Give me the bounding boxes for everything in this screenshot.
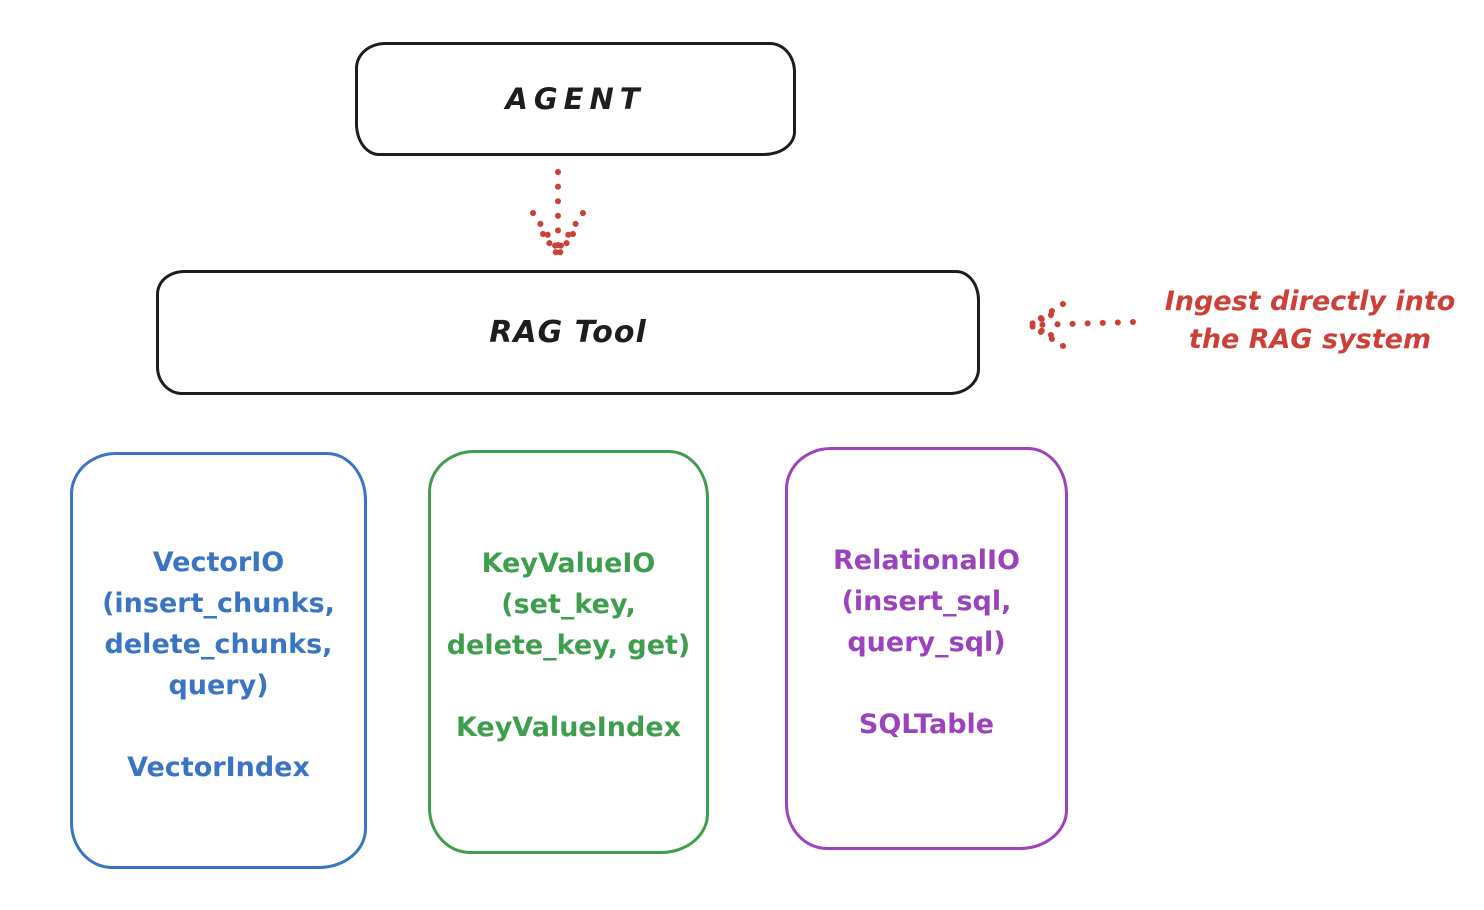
ingest-annotation: Ingest directly into the RAG system [1136,283,1484,359]
card-line: VectorIO [152,547,285,578]
storage-card-vector-io: VectorIO (insert_chunks, delete_chunks, … [70,452,367,869]
card-line: delete_chunks, [104,629,333,660]
card-footer-label: SQLTable [858,709,995,740]
card-line: RelationalIO [833,545,1020,576]
card-title-lines: VectorIO (insert_chunks, delete_chunks, … [102,542,335,706]
storage-card-relational-io: RelationalIO (insert_sql, query_sql) SQL… [785,447,1068,850]
dotted-arrow-left-icon [1026,301,1136,349]
card-footer-label: VectorIndex [127,752,310,783]
card-line: delete_key, get) [446,630,691,661]
card-line: (insert_sql, [841,586,1012,617]
card-line: (insert_chunks, [102,588,335,619]
ingest-annotation-line-2: the RAG system [1188,324,1432,355]
dotted-arrow-down-icon [530,169,586,261]
card-line: (set_key, [501,589,636,620]
agent-box: AGENT [355,42,796,156]
storage-card-keyvalue-io: KeyValueIO (set_key, delete_key, get) Ke… [428,450,709,854]
card-line: query_sql) [847,627,1006,658]
ingest-annotation-line-1: Ingest directly into [1164,286,1456,317]
agent-label: AGENT [505,82,646,116]
rag-tool-box: RAG Tool [156,270,980,395]
card-line: query) [168,670,269,701]
card-footer-label: KeyValueIndex [455,712,682,743]
card-title-lines: KeyValueIO (set_key, delete_key, get) [447,543,691,666]
rag-tool-label: RAG Tool [489,315,647,350]
card-line: KeyValueIO [481,548,656,579]
card-title-lines: RelationalIO (insert_sql, query_sql) [833,540,1020,663]
